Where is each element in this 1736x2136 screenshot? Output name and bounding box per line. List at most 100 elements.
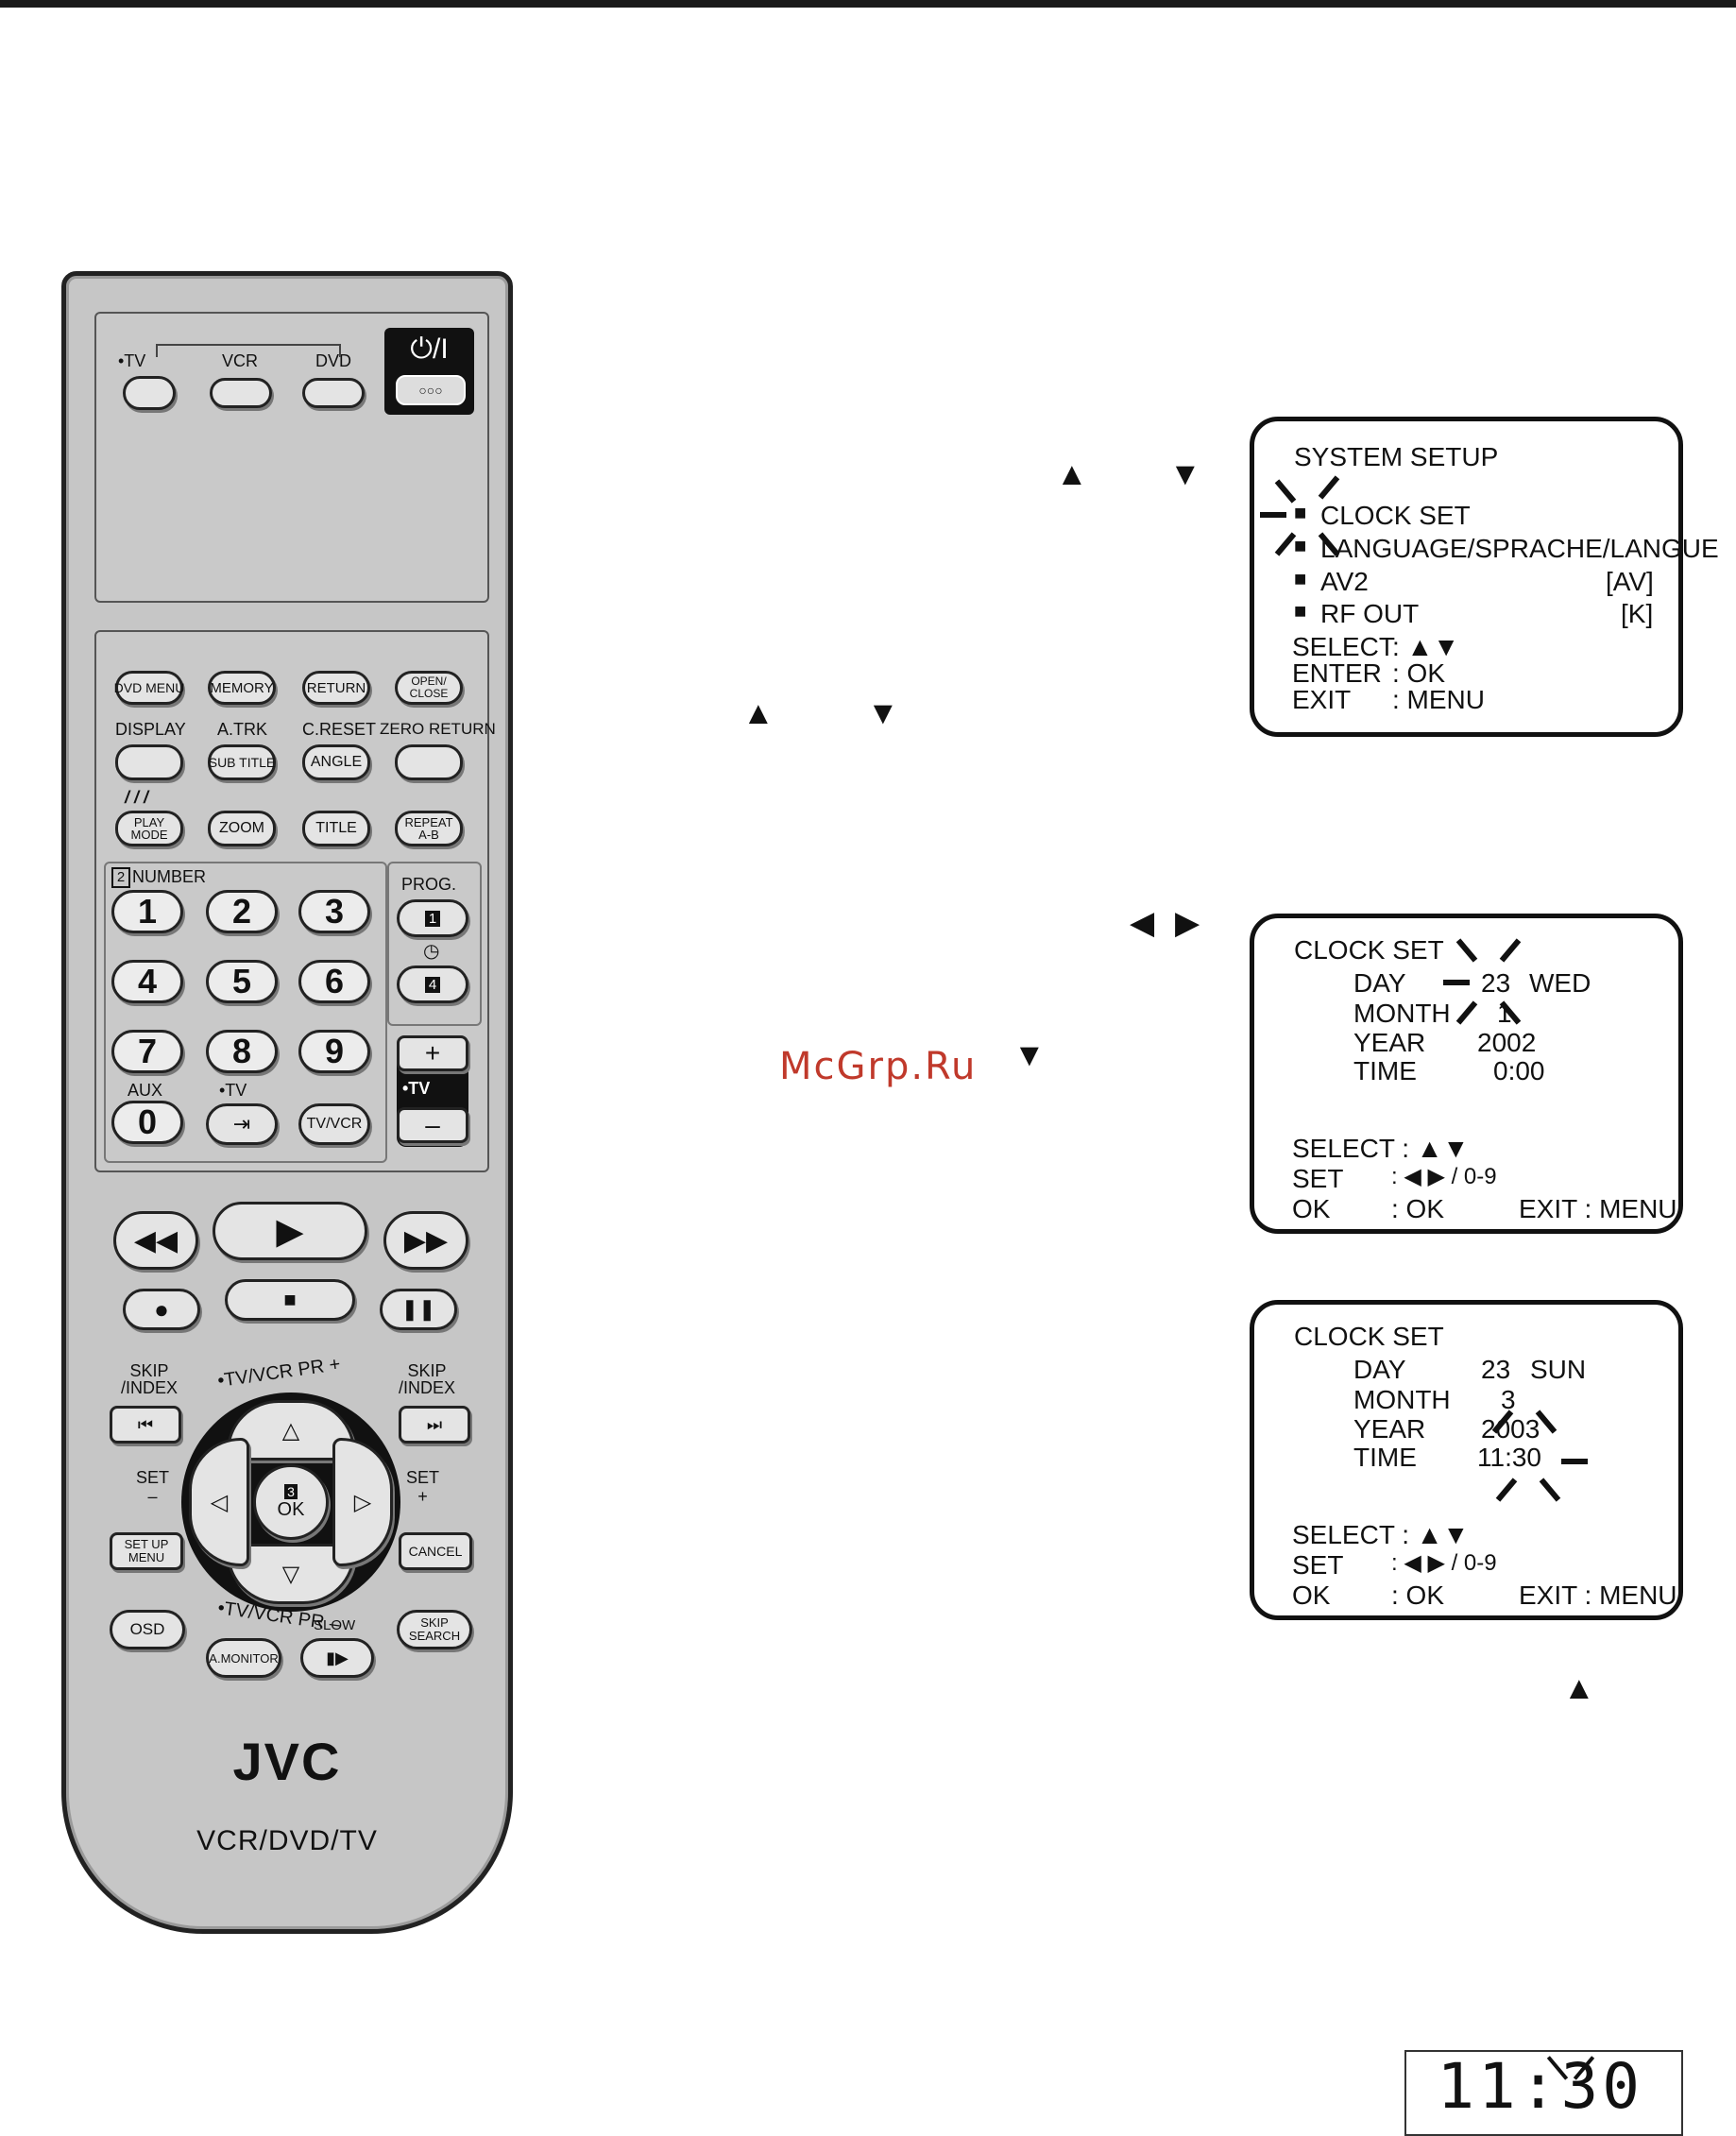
front-display: 11:30: [1404, 2050, 1683, 2136]
subtitle-button[interactable]: SUB TITLE: [208, 744, 276, 780]
power-button[interactable]: ⏻/I ○○○: [384, 328, 474, 415]
osd3-day-value: 23: [1481, 1355, 1511, 1384]
osd2-set-label: SET: [1292, 1164, 1344, 1193]
skip-back-button[interactable]: ⏮: [110, 1406, 181, 1444]
slow-label: SLOW: [314, 1617, 356, 1633]
osd2-weekday: WED: [1529, 968, 1591, 998]
zoom-button[interactable]: ZOOM: [208, 811, 276, 846]
osd1-bullet: ■: [1294, 599, 1307, 623]
digit-4-button[interactable]: 4: [111, 960, 183, 1003]
rewind-button[interactable]: ◀◀: [113, 1211, 198, 1270]
number-badge: 2: [111, 867, 130, 888]
osd1-item-language: LANGUAGE/SPRACHE/LANGUE: [1320, 534, 1719, 563]
digit-5-button[interactable]: 5: [206, 960, 278, 1003]
set-minus-label: SET –: [136, 1468, 170, 1506]
mode-vcr-button[interactable]: [210, 378, 272, 408]
osd3-exit: EXIT : MENU: [1519, 1581, 1677, 1610]
slow-button[interactable]: ▮▶: [300, 1638, 374, 1678]
play-button[interactable]: ▶: [213, 1202, 367, 1260]
input-select-button[interactable]: ⇥: [206, 1103, 278, 1145]
angle-button[interactable]: ANGLE: [302, 744, 370, 780]
display-button[interactable]: [115, 744, 183, 780]
digit-2-button[interactable]: 2: [206, 890, 278, 933]
atrk-label: A.TRK: [217, 720, 268, 739]
stop-button[interactable]: ■: [225, 1279, 355, 1321]
osd-button[interactable]: OSD: [110, 1610, 185, 1649]
open-close-button[interactable]: OPEN/ CLOSE: [395, 671, 463, 705]
dpad-left-button[interactable]: ◁: [189, 1438, 249, 1566]
record-button[interactable]: ●: [123, 1289, 200, 1330]
remote-control: •TV VCR DVD ⏻/I ○○○ DVD MENU MEMORY RETU…: [61, 271, 513, 1934]
ok-button[interactable]: 3 OK: [253, 1464, 329, 1540]
blink-ray: [1274, 532, 1297, 556]
digit-1-button[interactable]: 1: [111, 890, 183, 933]
volume-tv-label: •TV: [402, 1079, 431, 1098]
osd2-year-value: 2002: [1477, 1028, 1537, 1057]
down-arrow-icon: ▼: [1169, 456, 1201, 492]
prog-1-badge: 1: [424, 910, 441, 927]
skip-forward-button[interactable]: ⏭: [399, 1406, 470, 1444]
osd3-month-value: 3: [1501, 1385, 1516, 1414]
model-label: VCR/DVD/TV: [196, 1825, 378, 1856]
digit-6-button[interactable]: 6: [298, 960, 370, 1003]
zero-return-label: ZERO RETURN: [380, 720, 496, 738]
osd1-select-label: SELECT: [1292, 632, 1395, 661]
play-mode-button[interactable]: PLAY MODE: [115, 811, 183, 846]
osd2-day-value: 23: [1481, 968, 1511, 998]
volume-down-button[interactable]: –: [397, 1107, 468, 1143]
osd3-year-label: YEAR: [1353, 1414, 1426, 1444]
osd3-title: CLOCK SET: [1294, 1322, 1444, 1351]
osd1-av2-value: [AV]: [1606, 567, 1654, 596]
mode-tv-switch[interactable]: [123, 376, 176, 410]
blink-ray: [1561, 1459, 1588, 1464]
zero-return-button[interactable]: [395, 744, 463, 780]
osd2-ok-value: : OK: [1391, 1194, 1445, 1223]
osd-clock-set-final: CLOCK SET DAY 23 SUN MONTH 3 YEAR 2003 T…: [1250, 1300, 1683, 1620]
up-arrow-icon: ▲: [1056, 456, 1088, 492]
prog-4-button[interactable]: 4: [397, 965, 468, 1003]
skip-search-button[interactable]: SKIP SEARCH: [397, 1610, 472, 1649]
return-button[interactable]: RETURN: [302, 671, 370, 705]
brand-logo: JVC: [232, 1732, 342, 1791]
amonitor-button[interactable]: A.MONITOR: [206, 1638, 281, 1678]
blink-ray: [1455, 1000, 1478, 1025]
osd1-bullet: ■: [1294, 534, 1307, 557]
digit-0-button[interactable]: 0: [111, 1101, 183, 1144]
osd-system-setup: SYSTEM SETUP ■ CLOCK SET ■ LANGUAGE/SPRA…: [1250, 417, 1719, 737]
fast-forward-button[interactable]: ▶▶: [383, 1211, 468, 1270]
osd3-ok-label: OK: [1292, 1581, 1331, 1610]
blink-ray: [1318, 475, 1340, 500]
number-label: NUMBER: [132, 867, 207, 886]
title-button[interactable]: TITLE: [302, 811, 370, 846]
tvvcr-pr-plus-label: •TV/VCR PR +: [216, 1354, 342, 1393]
osd1-exit-label: EXIT: [1292, 685, 1352, 714]
digit-9-button[interactable]: 9: [298, 1030, 370, 1073]
osd1-select-value: : ▲▼: [1392, 632, 1459, 661]
aux-label: AUX: [128, 1081, 163, 1100]
digit-3-button[interactable]: 3: [298, 890, 370, 933]
osd1-item-av2: AV2: [1320, 567, 1369, 596]
cancel-button[interactable]: CANCEL: [399, 1532, 472, 1570]
dvd-menu-button[interactable]: DVD MENU: [114, 671, 184, 705]
tvvcr-button[interactable]: TV/VCR: [298, 1103, 370, 1145]
digit-7-button[interactable]: 7: [111, 1030, 183, 1073]
repeat-ab-button[interactable]: REPEAT A-B: [395, 811, 463, 846]
setup-menu-button[interactable]: SET UP MENU: [110, 1532, 183, 1570]
digit-8-button[interactable]: 8: [206, 1030, 278, 1073]
up-arrow-icon: ▲: [742, 695, 774, 731]
pause-button[interactable]: ❚❚: [380, 1289, 457, 1330]
blink-ray: [1539, 1478, 1561, 1502]
prog-1-button[interactable]: 1: [397, 899, 468, 937]
down-arrow-icon: ▼: [1013, 1037, 1046, 1073]
volume-up-button[interactable]: +: [397, 1035, 468, 1071]
mode-dvd-button[interactable]: [302, 378, 365, 408]
osd3-set-label: SET: [1292, 1550, 1344, 1580]
mode-vcr-label: VCR: [222, 351, 259, 370]
osd2-title: CLOCK SET: [1294, 935, 1444, 965]
dpad-right-button[interactable]: ▷: [332, 1438, 393, 1566]
osd1-item-clock: CLOCK SET: [1320, 501, 1471, 530]
osd2-time-value: 0:00: [1493, 1056, 1545, 1085]
blink-ray: [1499, 938, 1522, 963]
memory-button[interactable]: MEMORY: [208, 671, 276, 705]
osd1-bullet: ■: [1294, 567, 1307, 590]
